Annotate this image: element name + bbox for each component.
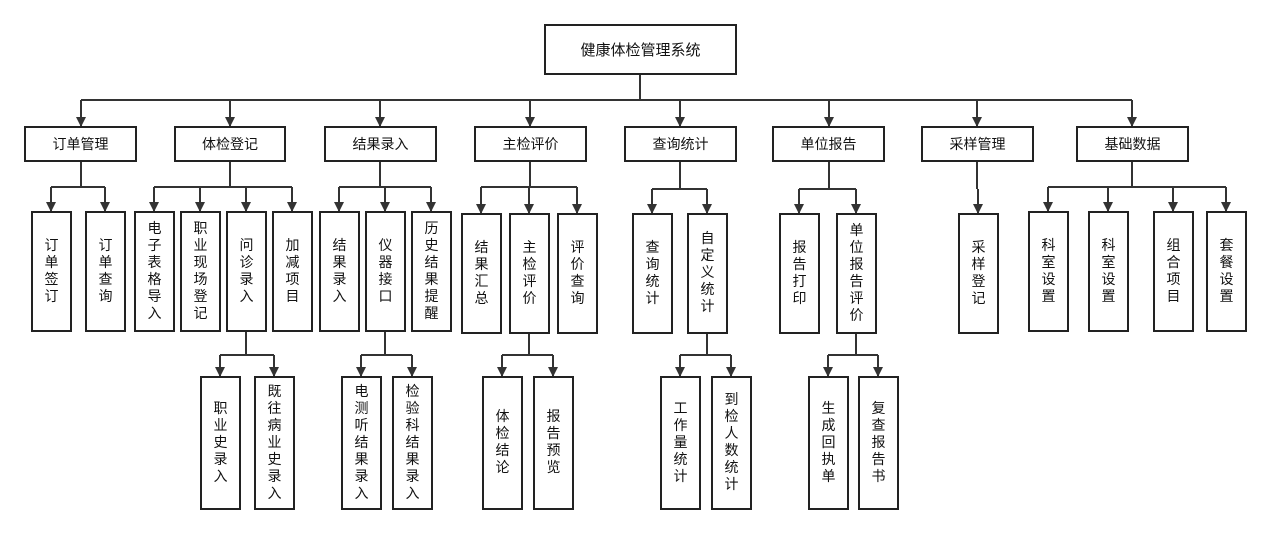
node-label-vertical: 结果汇总 [474, 239, 489, 307]
root-node: 健康体检管理系统 [544, 24, 737, 75]
node-label-vertical: 电子表格导入 [147, 220, 162, 322]
node-label-vertical: 电测听结果录入 [354, 383, 369, 502]
module-query-statistics: 查询统计 [624, 126, 737, 162]
node-report-print: 报告打印报告打印 [779, 213, 820, 334]
node-label-vertical: 结果录入 [332, 237, 347, 305]
node-label-vertical: 历史结果提醒 [424, 220, 439, 322]
node-attendance-stats: 到检人数统计到检人数统计 [711, 376, 752, 510]
module-company-report: 单位报告 [772, 126, 885, 162]
node-sample-registration: 采样登记采样登记 [958, 213, 999, 334]
node-spreadsheet-import: 电子表格导入电子表格导入 [134, 211, 175, 332]
node-label-vertical: 查询统计 [645, 239, 660, 307]
node-package-settings: 套餐设置套餐设置 [1206, 211, 1247, 332]
module-label: 体检登记 [202, 137, 258, 153]
module-label: 主检评价 [502, 137, 559, 153]
node-occupational-history: 职业史录入职业史录入 [200, 376, 241, 510]
node-label-vertical: 套餐设置 [1219, 237, 1234, 305]
node-label-vertical: 评价查询 [570, 239, 585, 307]
node-checkup-conclusion: 体检结论体检结论 [482, 376, 523, 510]
node-history-reminder: 历史结果提醒历史结果提醒 [411, 211, 452, 332]
node-label-vertical: 订单查询 [98, 237, 113, 305]
node-label-vertical: 复查报告书 [871, 400, 886, 485]
node-past-medical-history: 既往病业史录入既往病业史录入 [254, 376, 295, 510]
node-label-vertical: 问诊录入 [239, 237, 254, 305]
module-sampling: 采样管理 [921, 126, 1034, 162]
module-result-entry: 结果录入 [324, 126, 437, 162]
module-label: 结果录入 [352, 137, 409, 153]
node-label-vertical: 职业现场登记 [193, 220, 208, 322]
node-lab-entry: 检验科结果录入检验科结果录入 [392, 376, 433, 510]
node-result-entry: 结果录入结果录入 [319, 211, 360, 332]
root-label: 健康体检管理系统 [580, 41, 701, 59]
node-instrument-interface: 仪器接口仪器接口 [365, 211, 406, 332]
node-onsite-registration: 职业现场登记职业现场登记 [180, 211, 221, 332]
node-order-sign: 订单签订订单签订 [31, 211, 72, 332]
node-label-vertical: 采样登记 [971, 239, 986, 307]
node-label-vertical: 主检评价 [522, 239, 537, 307]
node-label-vertical: 订单签订 [44, 237, 59, 305]
node-label-vertical: 科室设置 [1041, 237, 1056, 305]
node-generate-receipt: 生成回执单生成回执单 [808, 376, 849, 510]
node-label-vertical: 单位报告评价 [849, 222, 864, 324]
node-label-vertical: 报告预览 [546, 409, 561, 476]
node-label-vertical: 体检结论 [495, 409, 510, 476]
node-workload-stats: 工作量统计工作量统计 [660, 376, 701, 510]
module-basic-data: 基础数据 [1076, 126, 1189, 162]
module-chief-evaluation: 主检评价 [474, 126, 587, 162]
node-label-vertical: 仪器接口 [378, 237, 393, 305]
module-order: 订单管理 [24, 126, 137, 162]
node-combination-items: 组合项目组合项目 [1153, 211, 1194, 332]
node-label-vertical: 工作量统计 [673, 400, 688, 485]
node-audiometry-entry: 电测听结果录入电测听结果录入 [341, 376, 382, 510]
module-label: 采样管理 [949, 137, 1006, 153]
module-label: 查询统计 [652, 137, 709, 153]
node-label-vertical: 组合项目 [1166, 237, 1181, 305]
node-consultation-entry: 问诊录入问诊录入 [226, 211, 267, 332]
module-label: 订单管理 [52, 137, 109, 153]
module-label: 单位报告 [800, 137, 857, 153]
module-label: 基础数据 [1104, 137, 1161, 153]
node-label-vertical: 既往病业史录入 [267, 383, 282, 502]
node-custom-stats: 自定义统计自定义统计 [687, 213, 728, 334]
node-recheck-report: 复查报告书复查报告书 [858, 376, 899, 510]
module-checkup-registration: 体检登记 [174, 126, 286, 162]
node-order-query: 订单查询订单查询 [85, 211, 126, 332]
node-label-vertical: 职业史录入 [213, 400, 228, 485]
node-result-summary: 结果汇总结果汇总 [461, 213, 502, 334]
node-label-vertical: 科室设置 [1101, 237, 1116, 305]
node-label-vertical: 到检人数统计 [724, 392, 739, 493]
node-label-vertical: 生成回执单 [821, 400, 836, 485]
node-label-vertical: 加减项目 [285, 237, 300, 305]
node-label-vertical: 报告打印 [792, 239, 807, 307]
node-query-stats: 查询统计查询统计 [632, 213, 673, 334]
node-label-vertical: 自定义统计 [700, 231, 715, 315]
node-company-report-eval: 单位报告评价单位报告评价 [836, 213, 877, 334]
node-chief-evaluation: 主检评价主检评价 [509, 213, 550, 334]
node-add-remove-items: 加减项目加减项目 [272, 211, 313, 332]
node-report-preview: 报告预览报告预览 [533, 376, 574, 510]
node-label-vertical: 检验科结果录入 [405, 383, 420, 502]
node-evaluation-query: 评价查询评价查询 [557, 213, 598, 334]
